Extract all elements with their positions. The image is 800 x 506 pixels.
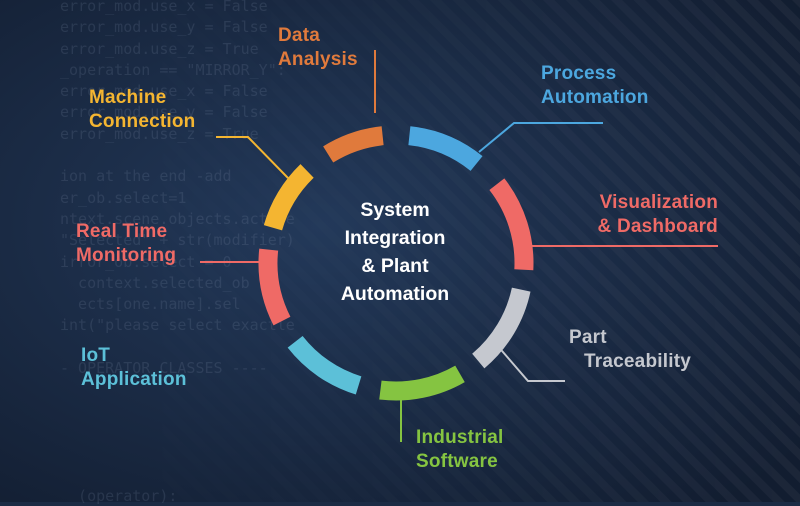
node-label-line: Monitoring — [76, 245, 177, 266]
ring-segment-part-traceability — [471, 287, 531, 369]
node-label-line: IoT — [81, 345, 111, 366]
node-label-part-traceability: Part Traceability — [567, 326, 691, 374]
leader-line-machine-connection — [216, 136, 289, 179]
hub-title-line: Integration — [344, 227, 446, 249]
ring-segment-iot-application — [287, 335, 362, 395]
leader-line-part-traceability — [495, 343, 565, 382]
node-label-line: Process — [541, 63, 617, 84]
node-label-line: Software — [416, 451, 498, 472]
node-label-data-analysis: Data Analysis — [278, 24, 358, 72]
node-label-process-automation: Process Automation — [541, 62, 649, 110]
node-label-line: Real Time — [76, 221, 168, 242]
node-label-line: Connection — [89, 111, 196, 132]
ring-segment-machine-connection — [263, 164, 314, 231]
node-label-line: Industrial — [416, 427, 504, 448]
ring-segment-real-time-monitoring — [258, 248, 291, 326]
node-label-line: & Dashboard — [597, 216, 718, 237]
hub-title-line: Automation — [340, 283, 450, 305]
node-label-line: Part — [569, 327, 607, 348]
node-label-line: Application — [81, 369, 187, 390]
node-label-machine-connection: Machine Connection — [89, 86, 196, 134]
node-label-line: Traceability — [584, 351, 691, 372]
background-code-text: error_mod.use_x = False error_mod.use_y … — [60, 0, 295, 505]
node-label-industrial-software: Industrial Software — [416, 426, 504, 474]
node-label-iot-application: IoT Application — [81, 344, 187, 392]
node-label-real-time-monitoring: Real Time Monitoring — [76, 220, 176, 268]
leader-line-process-automation — [478, 122, 603, 153]
hub-title: System Integration & Plant Automation — [295, 196, 495, 308]
ring-segment-visualization-dashboard — [489, 178, 534, 271]
node-label-line: Analysis — [278, 49, 358, 70]
node-label-line: Data — [278, 25, 320, 46]
node-label-line: Automation — [541, 87, 649, 108]
hub-title-line: & Plant — [361, 255, 429, 277]
ring-segment-industrial-software — [379, 365, 465, 401]
hub-title-line: System — [360, 199, 430, 221]
ring-segment-data-analysis — [323, 126, 384, 163]
node-label-line: Visualization — [599, 192, 718, 213]
node-label-visualization-dashboard: Visualization & Dashboard — [570, 191, 718, 239]
node-label-line: Machine — [89, 87, 167, 108]
ring-segment-process-automation — [408, 126, 483, 172]
